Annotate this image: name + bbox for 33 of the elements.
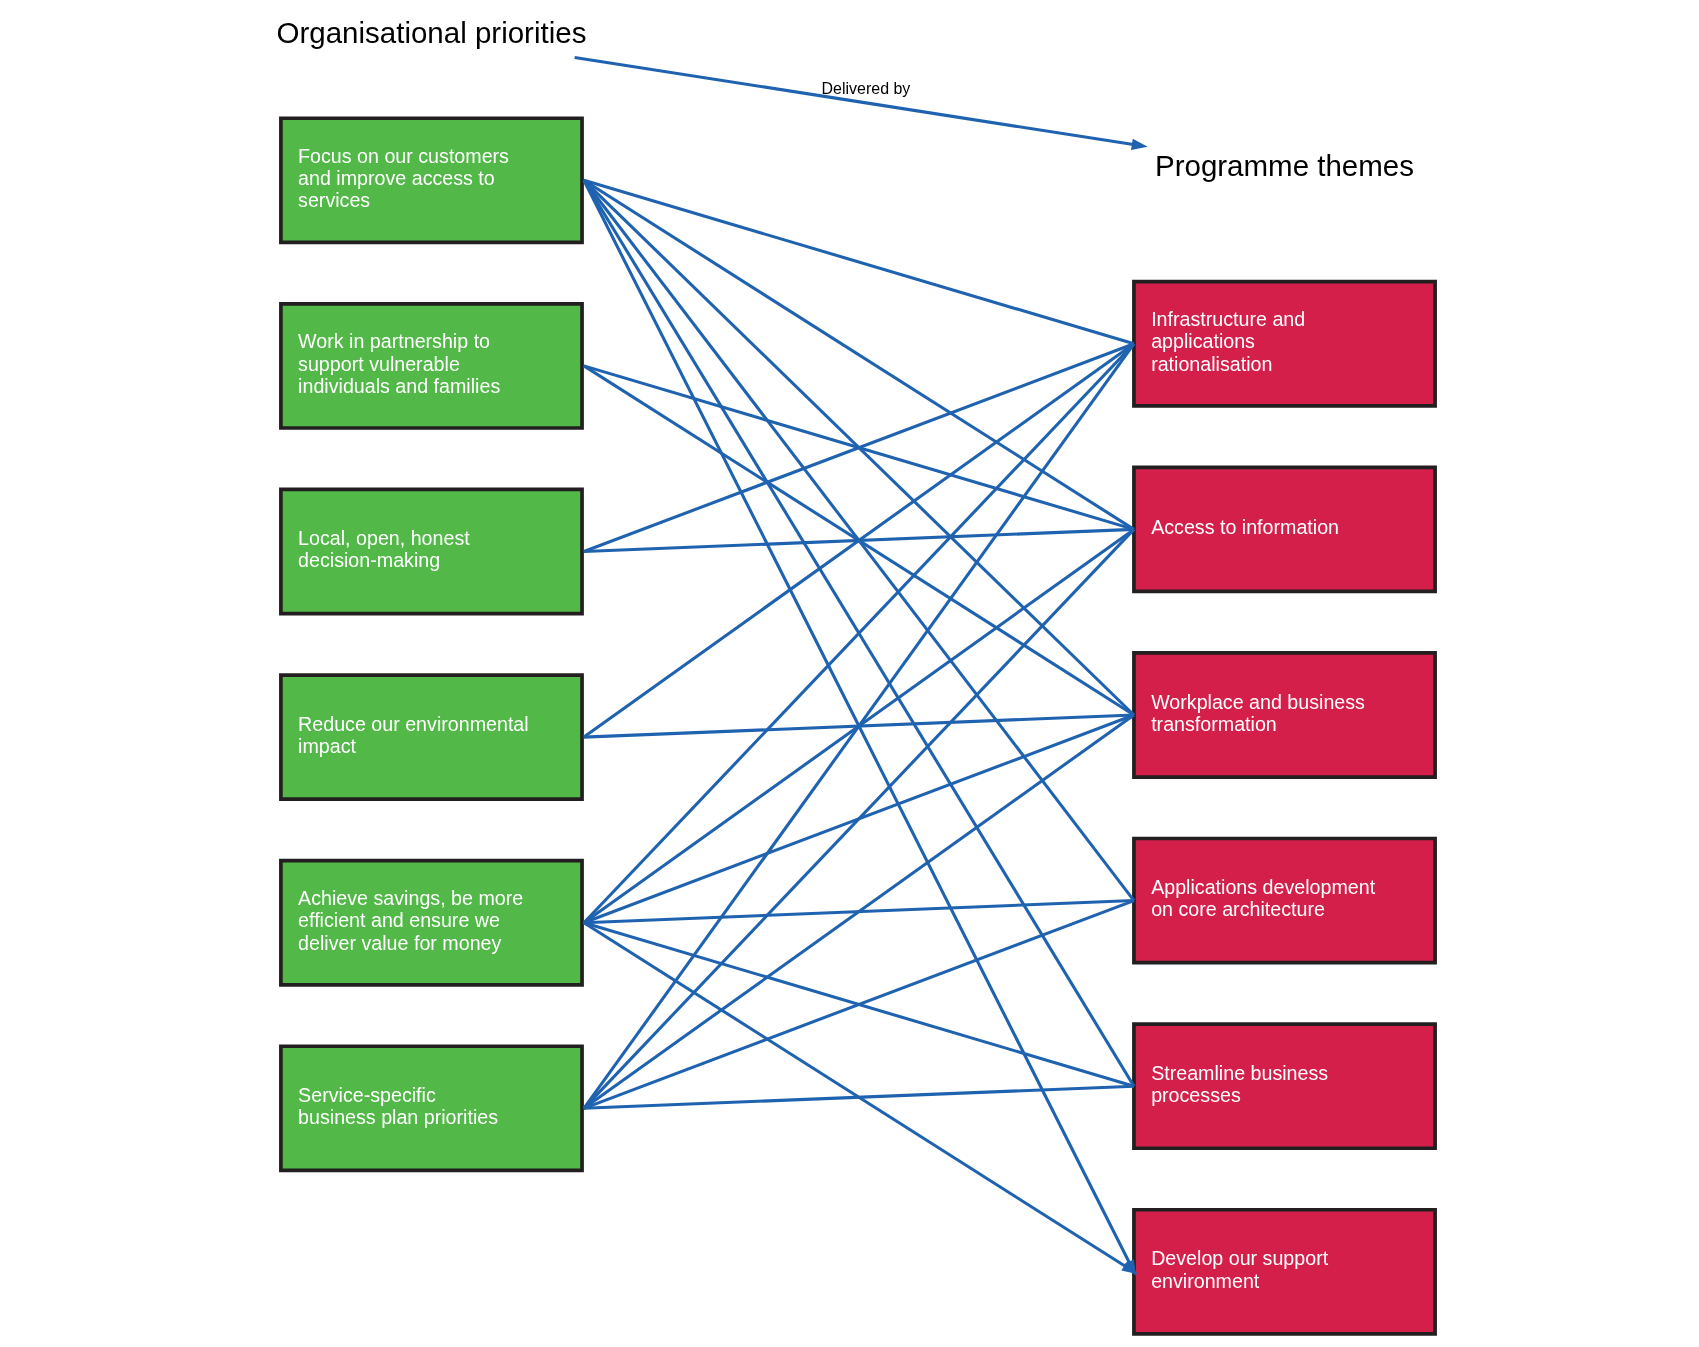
node-box: Local, open, honest decision-making (278, 487, 584, 616)
connector (582, 179, 1135, 531)
connector (582, 179, 1135, 902)
connector (583, 713, 1134, 739)
connector (583, 527, 1134, 554)
connector (582, 713, 1134, 925)
node-box: Reduce our environmental impact (278, 673, 584, 802)
connector (582, 179, 1135, 1087)
node-text: Organisational priorities (276, 15, 586, 49)
connector (582, 921, 1134, 1088)
connector (582, 342, 1135, 924)
node-text: Programme themes (1154, 148, 1414, 182)
connector (582, 179, 1135, 717)
connector (582, 342, 1135, 1110)
node-box: Workplace and business transformation (1131, 651, 1437, 779)
connector (582, 528, 1135, 924)
node-box: Access to information (1131, 465, 1437, 594)
connector (582, 528, 1135, 1110)
node-box: Service-specific business plan priorities (278, 1044, 584, 1173)
connector (582, 342, 1134, 553)
connector (582, 364, 1134, 531)
node-box: Work in partnership to support vulnerable individuals and families (278, 302, 584, 430)
arrow (573, 55, 1148, 150)
node-box: Infrastructure and applications rationalisation (1131, 279, 1437, 408)
node-box: Streamline business processes (1131, 1022, 1437, 1151)
connector (582, 713, 1135, 1110)
connector (582, 899, 1134, 1110)
node-box: Develop our support environment (1131, 1207, 1437, 1336)
node-box: Achieve savings, be more efficient and ensure we deliver value for money (278, 858, 584, 987)
connector (583, 1084, 1134, 1110)
node-box: Focus on our customers and improve access to services (278, 116, 584, 245)
edge-label: Delivered by (821, 79, 910, 97)
node-box: Applications development on core architecture (1131, 836, 1437, 965)
